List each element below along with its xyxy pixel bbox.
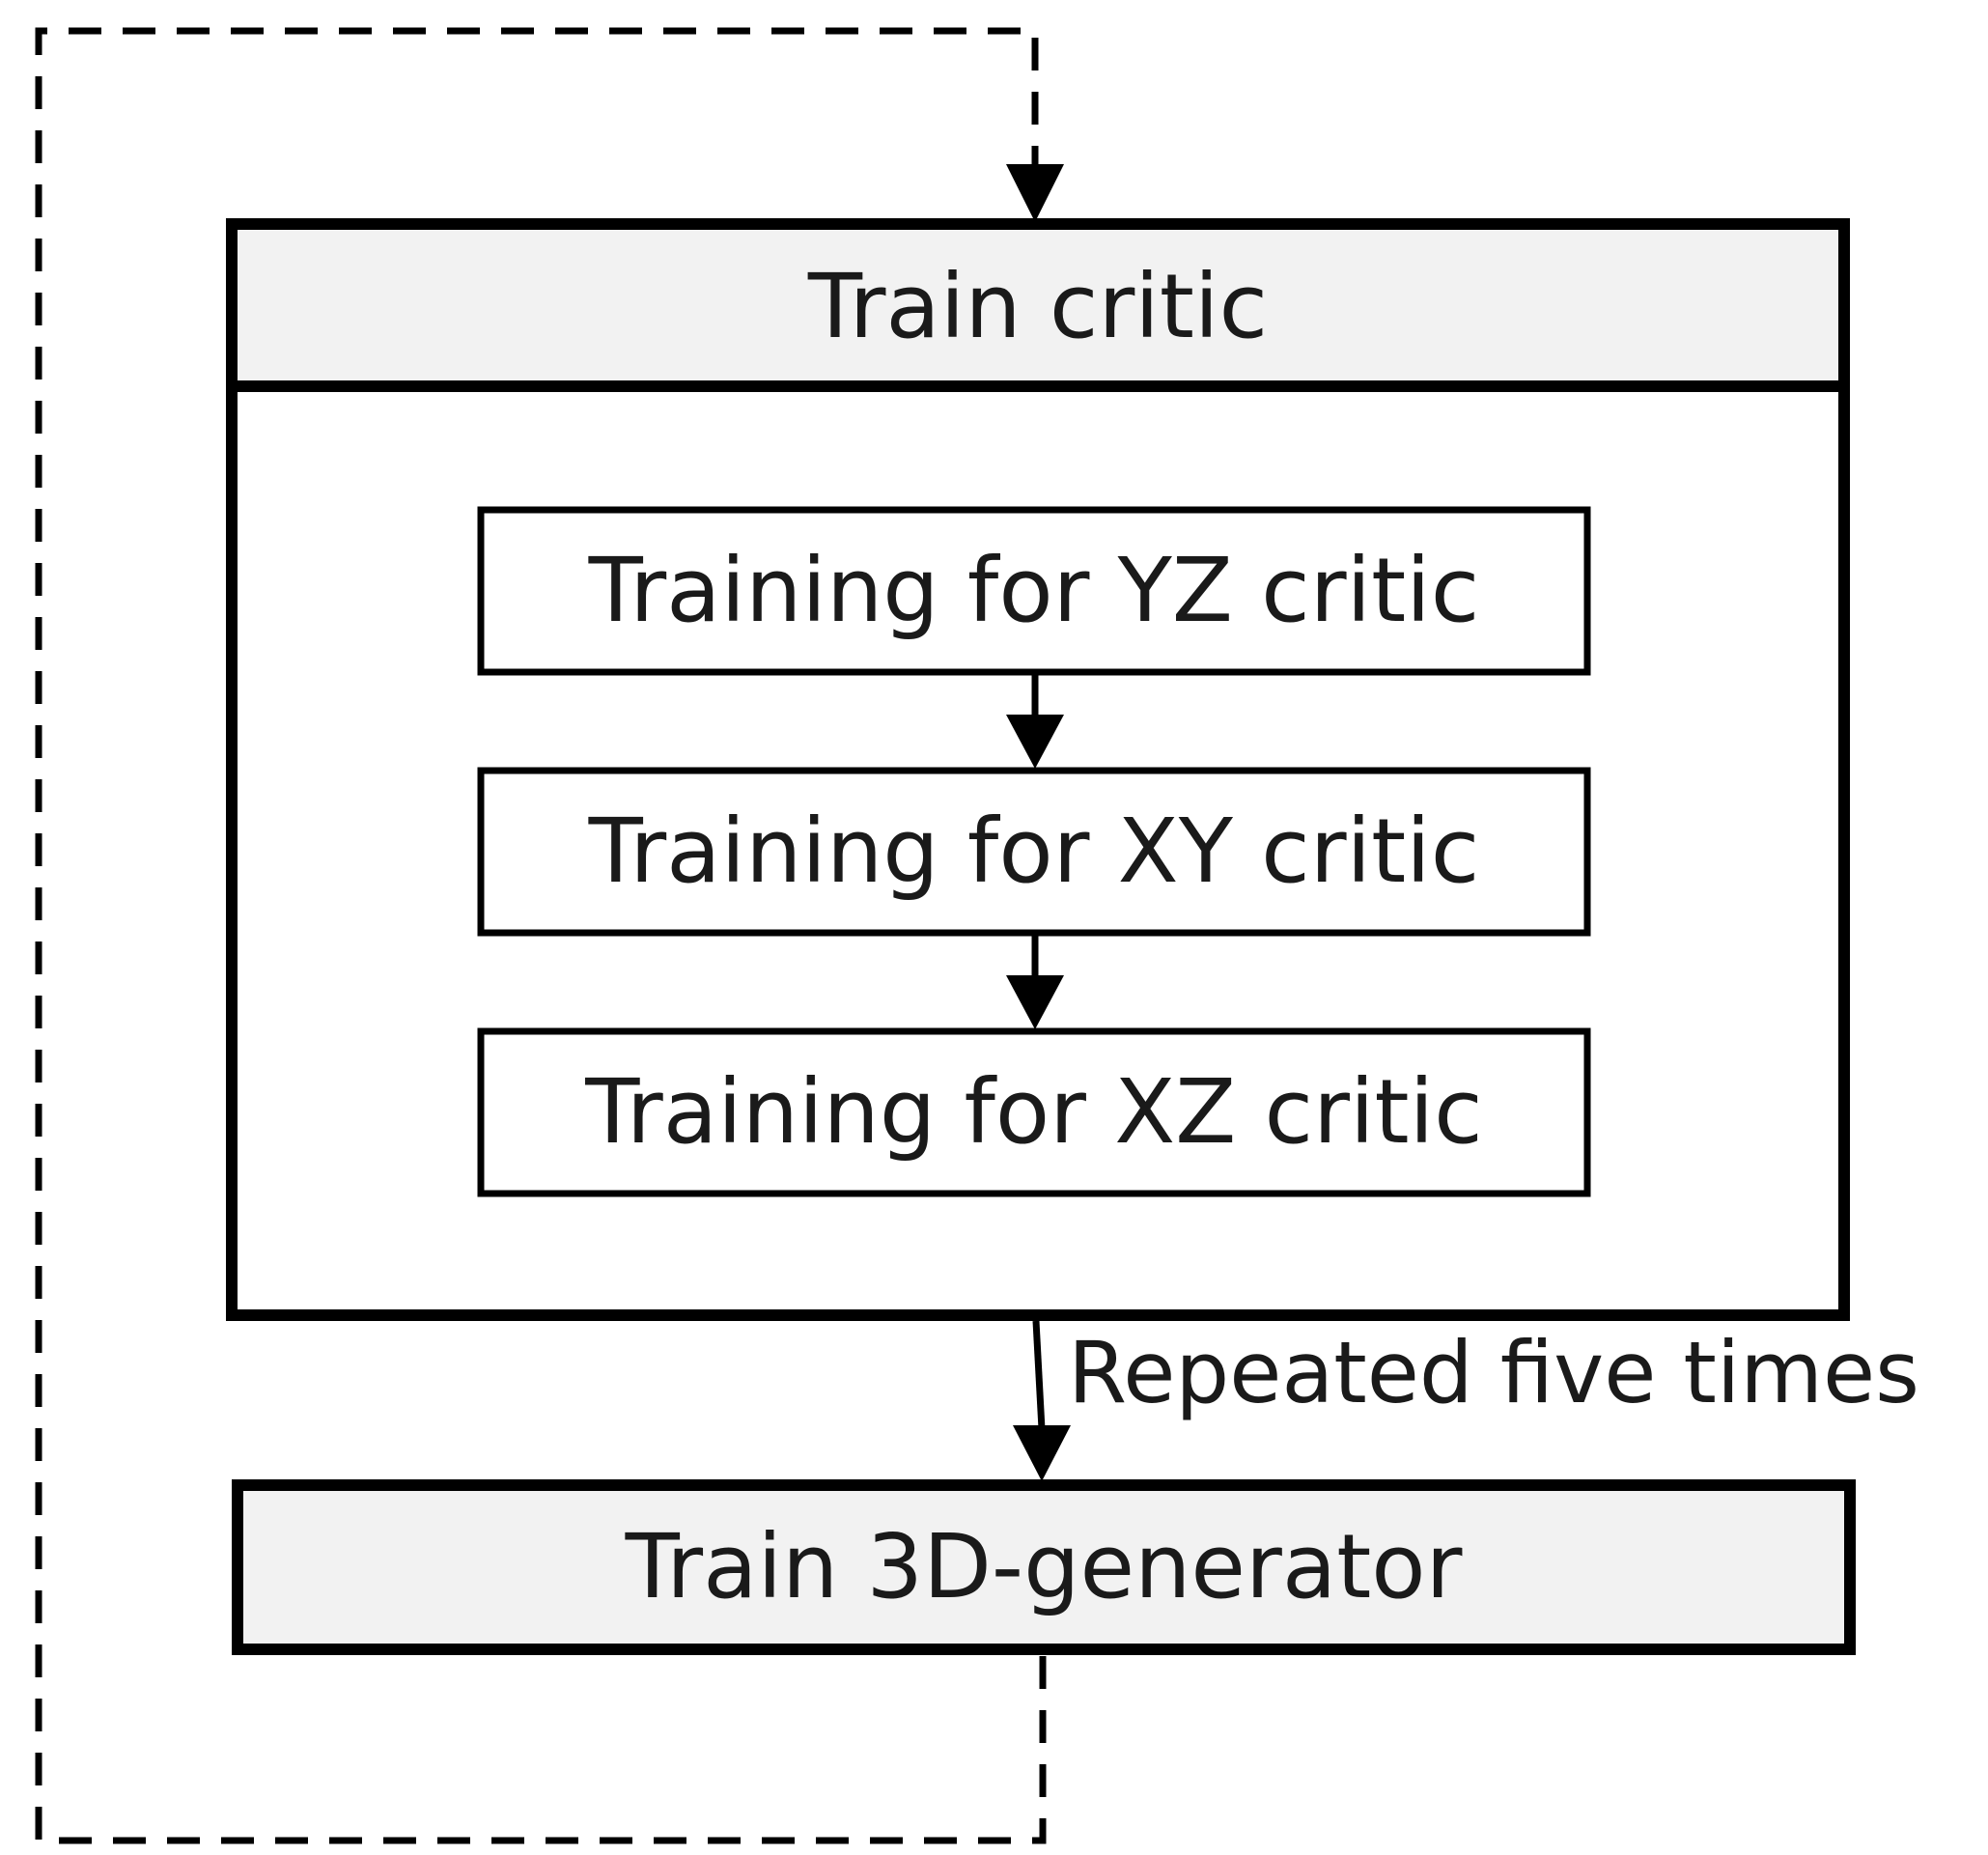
step-box-xy	[477, 767, 1591, 937]
step-label-xy: Training for XY critic	[588, 800, 1480, 903]
step-label-xz: Training for XZ critic	[585, 1060, 1483, 1164]
step-label-yz: Training for YZ critic	[588, 539, 1480, 642]
repeat-annotation: Repeated five times	[1068, 1323, 1920, 1422]
feedback-loop-dashed-connector	[35, 27, 1047, 1844]
loop-arrowhead	[1006, 164, 1064, 222]
arrow-xy-to-xz-head	[1006, 975, 1064, 1029]
train-critic-title: Train critic	[807, 255, 1269, 358]
train-critic-header	[238, 230, 1838, 384]
train-generator-box	[232, 1479, 1856, 1655]
train-generator-title: Train 3D-generator	[625, 1515, 1463, 1618]
arrow-critic-to-generator-head	[1013, 1425, 1071, 1481]
arrow-critic-to-generator-shaft	[1032, 1320, 1046, 1430]
arrow-yz-to-xy-head	[1006, 715, 1064, 769]
step-box-xz	[477, 1027, 1591, 1197]
step-box-yz	[477, 506, 1591, 676]
